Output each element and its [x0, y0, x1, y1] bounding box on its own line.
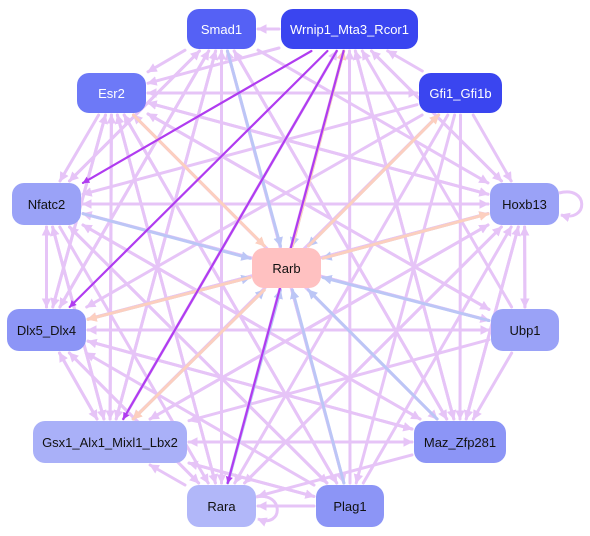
edge-rarb-to-hoxb13: [321, 211, 490, 260]
edge-nfatc2-to-rarb: [81, 212, 252, 261]
node-wrnip1: Wrnip1_Mta3_Rcor1: [281, 9, 418, 49]
edge-rarb-to-gfi1: [306, 113, 441, 248]
edge-smad1-to-esr2: [146, 48, 187, 74]
node-esr2: Esr2: [77, 73, 146, 113]
node-label: Wrnip1_Mta3_Rcor1: [290, 21, 409, 37]
node-nfatc2: Nfatc2: [12, 183, 81, 225]
edge-smad1-to-rarb: [226, 49, 283, 248]
node-label: Ubp1: [509, 322, 541, 338]
edge-gfi1-to-nfatc2: [81, 103, 419, 197]
node-label: Plag1: [333, 498, 367, 514]
edge-rarb-to-gsx1: [131, 288, 266, 421]
node-label: Rarb: [272, 260, 301, 276]
edge-plag1-to-hoxb13: [361, 225, 513, 485]
edge-ubp1-to-esr2: [146, 112, 491, 311]
edge-esr2-to-rarb: [132, 113, 266, 248]
node-rara: Rara: [187, 485, 256, 527]
edge-maz-to-smad1: [232, 49, 449, 421]
node-hoxb13: Hoxb13: [490, 183, 559, 225]
edge-wrnip1-to-nfatc2: [81, 49, 313, 184]
edge-ubp1-to-rarb: [321, 275, 491, 323]
edge-rara-to-gsx1: [148, 463, 187, 487]
edge-rarb-to-dlx5: [86, 275, 252, 322]
edge-hoxb13-to-gsx1: [148, 223, 490, 421]
edge-plag1-to-esr2: [122, 113, 339, 485]
edge-gfi1-to-wrnip1: [386, 49, 424, 73]
edge-gfi1-to-hoxb13: [471, 113, 513, 183]
edge-maz-to-rarb: [306, 288, 439, 421]
edge-wrnip1-to-dlx5: [68, 49, 329, 309]
node-smad1: Smad1: [187, 9, 256, 49]
edge-gfi1-to-dlx5: [85, 113, 424, 309]
edge-maz-to-nfatc2: [81, 223, 422, 421]
edge-wrnip1-to-esr2: [146, 46, 281, 86]
edge-ubp1-to-maz: [471, 351, 514, 421]
node-dlx5: Dlx5_Dlx4: [7, 309, 86, 351]
node-label: Rara: [207, 498, 236, 514]
edge-plag1-to-rarb: [289, 288, 346, 485]
edge-plag1-to-dlx5: [84, 351, 316, 487]
node-label: Hoxb13: [502, 196, 547, 212]
node-label: Smad1: [200, 21, 243, 37]
node-gfi1: Gfi1_Gfi1b: [419, 73, 502, 113]
node-label: Maz_Zfp281: [423, 434, 497, 450]
edge-gsx1-to-dlx5: [58, 351, 99, 421]
self-loop-hoxb13: [558, 190, 584, 222]
node-label: Esr2: [98, 85, 125, 101]
edge-gfi1-to-rara: [233, 113, 450, 485]
self-loop-rara: [255, 494, 279, 527]
edge-plag1-to-wrnip1: [344, 49, 355, 485]
node-rarb: Rarb: [252, 248, 321, 288]
node-ubp1: Ubp1: [491, 309, 559, 351]
node-plag1: Plag1: [316, 485, 384, 527]
edge-wrnip1-to-gsx1: [122, 49, 338, 421]
edge-plag1-to-gsx1: [187, 460, 316, 498]
edge-ubp1-to-wrnip1: [360, 49, 514, 309]
node-label: Gfi1_Gfi1b: [429, 85, 492, 101]
edge-maz-to-dlx5: [86, 338, 414, 431]
node-gsx1: Gsx1_Alx1_Mixl1_Lbx2: [33, 421, 187, 463]
node-label: Dlx5_Dlx4: [16, 322, 77, 338]
node-label: Nfatc2: [27, 196, 66, 212]
node-label: Gsx1_Alx1_Mixl1_Lbx2: [42, 434, 178, 450]
node-maz: Maz_Zfp281: [414, 421, 506, 463]
edge-esr2-to-nfatc2: [58, 113, 101, 183]
